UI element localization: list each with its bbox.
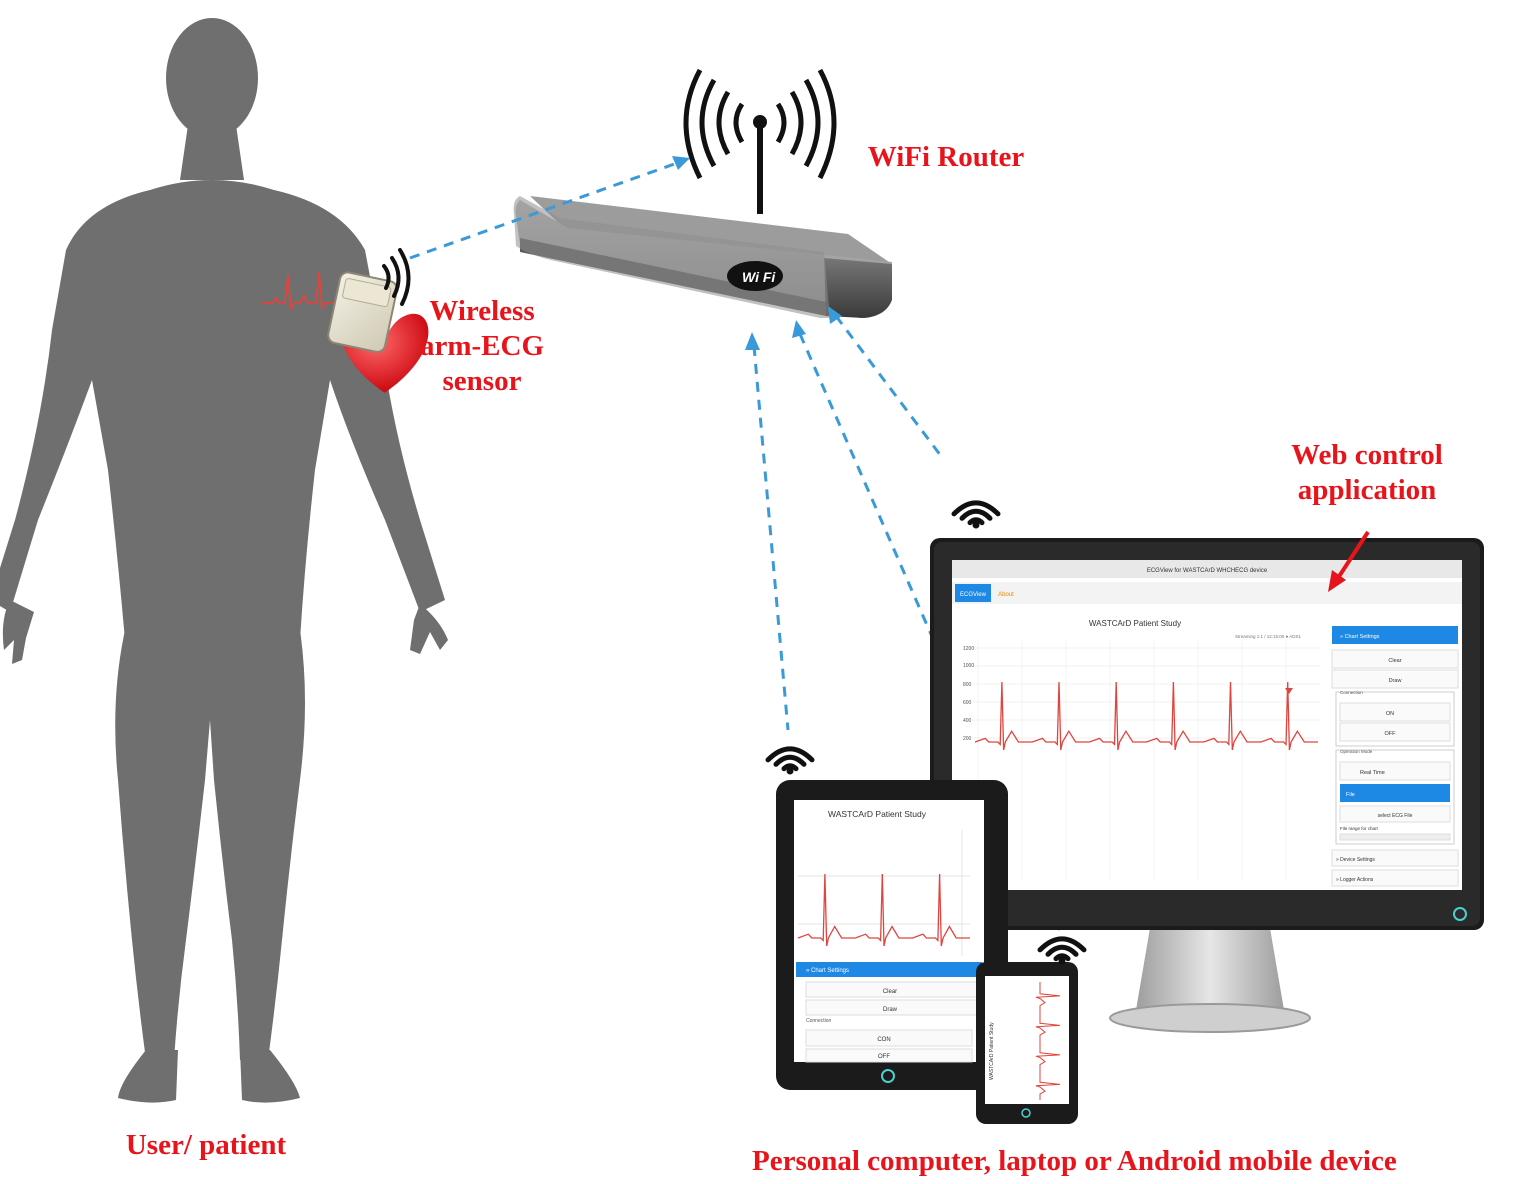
monitor-y-ticks: 1200 1000 800 600 400 200 xyxy=(963,646,974,742)
wifi-icon xyxy=(1037,936,1087,965)
connection-on-label: ON xyxy=(1386,711,1394,717)
connection-group-label: Connection xyxy=(1340,690,1363,695)
device-wifi-icons xyxy=(765,500,1087,965)
monitor-y-tick: 600 xyxy=(963,700,972,706)
file-range-slider[interactable] xyxy=(1339,833,1451,841)
clear-label: Clear xyxy=(1388,658,1401,664)
desktop-monitor: ECGView for WASTCArD WHCHECG device ECGV… xyxy=(930,538,1484,1033)
tablet-device: WASTCArD Patient Study » Chart Settings … xyxy=(776,780,1008,1090)
monitor-chart-grid xyxy=(972,640,1320,880)
web-app-pointer-arrow xyxy=(1328,530,1370,592)
file-range-label: File range for chart xyxy=(1340,826,1379,831)
web-app-label-line: application xyxy=(1297,473,1437,506)
monitor-y-tick: 1000 xyxy=(963,663,974,669)
monitor-chart-title: WASTCArD Patient Study xyxy=(1089,619,1181,628)
device-settings-button[interactable] xyxy=(1331,849,1459,867)
sensor-label-line: sensor xyxy=(442,364,522,397)
tablet-connection-off-label: OFF xyxy=(878,1054,890,1060)
wifi-router: Wi Fi xyxy=(513,115,892,318)
chart-settings-button[interactable] xyxy=(1332,626,1458,644)
connection-on-button[interactable] xyxy=(1339,702,1451,722)
file-option-label: File xyxy=(1346,792,1355,798)
draw-button[interactable] xyxy=(1331,669,1459,689)
sensor-label-line: Wireless xyxy=(429,295,535,327)
router-logo: Wi Fi xyxy=(742,269,776,285)
clear-button[interactable] xyxy=(1331,649,1459,669)
tablet-chart-settings-label: » Chart Settings xyxy=(806,968,849,974)
phone-ecg-trace xyxy=(1035,982,1061,1100)
tablet-chart-title: WASTCArD Patient Study xyxy=(828,809,927,819)
file-option[interactable] xyxy=(1340,784,1450,802)
devices-label: Personal computer, laptop or Android mob… xyxy=(752,1144,1516,1179)
device-settings-label: » Device Settings xyxy=(1336,857,1375,863)
select-file-button[interactable] xyxy=(1339,805,1451,823)
router-broadcast-icon xyxy=(683,68,837,180)
real-time-option[interactable] xyxy=(1339,761,1451,781)
operation-mode-group xyxy=(1335,749,1455,845)
link-arrowheads xyxy=(672,156,842,350)
android-phone: WASTCArD Patient Study xyxy=(976,962,1078,1124)
patient-silhouette xyxy=(0,18,448,1103)
monitor-chart-note: Streaming 1:1 / 12:15:00 ● ADS1 xyxy=(1235,634,1302,639)
wifi-icon xyxy=(765,746,815,775)
select-file-label: select ECG File xyxy=(1378,813,1413,819)
tablet-connection-on-label: CON xyxy=(877,1037,890,1043)
monitor-y-tick: 400 xyxy=(963,718,972,724)
router-label: WiFi Router xyxy=(846,140,1046,175)
tab-about-label[interactable]: About xyxy=(998,592,1014,598)
monitor-ecg-trace xyxy=(974,681,1318,751)
arm-ecg-sensor xyxy=(327,271,398,353)
sensor-label: Wireless arm-ECG sensor xyxy=(402,294,562,398)
monitor-y-tick: 800 xyxy=(963,682,972,688)
tablet-connection-on-button[interactable] xyxy=(805,1029,973,1047)
connection-group xyxy=(1335,691,1455,747)
logger-actions-button[interactable] xyxy=(1331,869,1459,887)
tablet-connection-off-button[interactable] xyxy=(805,1048,973,1063)
router-label-text: WiFi Router xyxy=(867,141,1025,173)
patient-label-text: User/ patient xyxy=(125,1129,287,1161)
monitor-app-header: ECGView for WASTCArD WHCHECG device xyxy=(1147,568,1268,574)
patient-label: User/ patient xyxy=(96,1128,316,1163)
sensor-label-line: arm-ECG xyxy=(419,329,545,362)
monitor-y-tick: 1200 xyxy=(963,646,974,652)
monitor-marker-icon xyxy=(1285,688,1293,694)
tablet-chart-settings-button[interactable] xyxy=(796,962,982,977)
operation-mode-label: Operation Mode xyxy=(1340,749,1373,754)
connection-off-label: OFF xyxy=(1385,731,1397,737)
wifi-icon xyxy=(951,500,1001,529)
draw-label: Draw xyxy=(1389,678,1402,684)
sensor-wireless-icon xyxy=(382,248,411,306)
logger-actions-label: » Logger Actions xyxy=(1336,877,1374,883)
monitor-y-tick: 200 xyxy=(963,736,972,742)
tab-ecgview-label: ECGView xyxy=(960,592,987,598)
tablet-ecg-trace xyxy=(797,873,970,947)
real-time-label: Real Time xyxy=(1360,770,1385,776)
web-app-label-line: Web control xyxy=(1291,439,1443,471)
devices-label-text: Personal computer, laptop or Android mob… xyxy=(752,1145,1397,1177)
connection-off-button[interactable] xyxy=(1339,722,1451,742)
tablet-clear-label: Clear xyxy=(883,989,897,995)
tablet-connection-group-label: Connection xyxy=(806,1018,832,1024)
tab-ecgview[interactable] xyxy=(955,584,991,602)
chart-settings-label: » Chart Settings xyxy=(1340,634,1380,640)
tablet-draw-label: Draw xyxy=(883,1007,898,1013)
phone-chart-title: WASTCArD Patient Study xyxy=(989,1022,995,1080)
web-app-label: Web control application xyxy=(1262,438,1472,508)
